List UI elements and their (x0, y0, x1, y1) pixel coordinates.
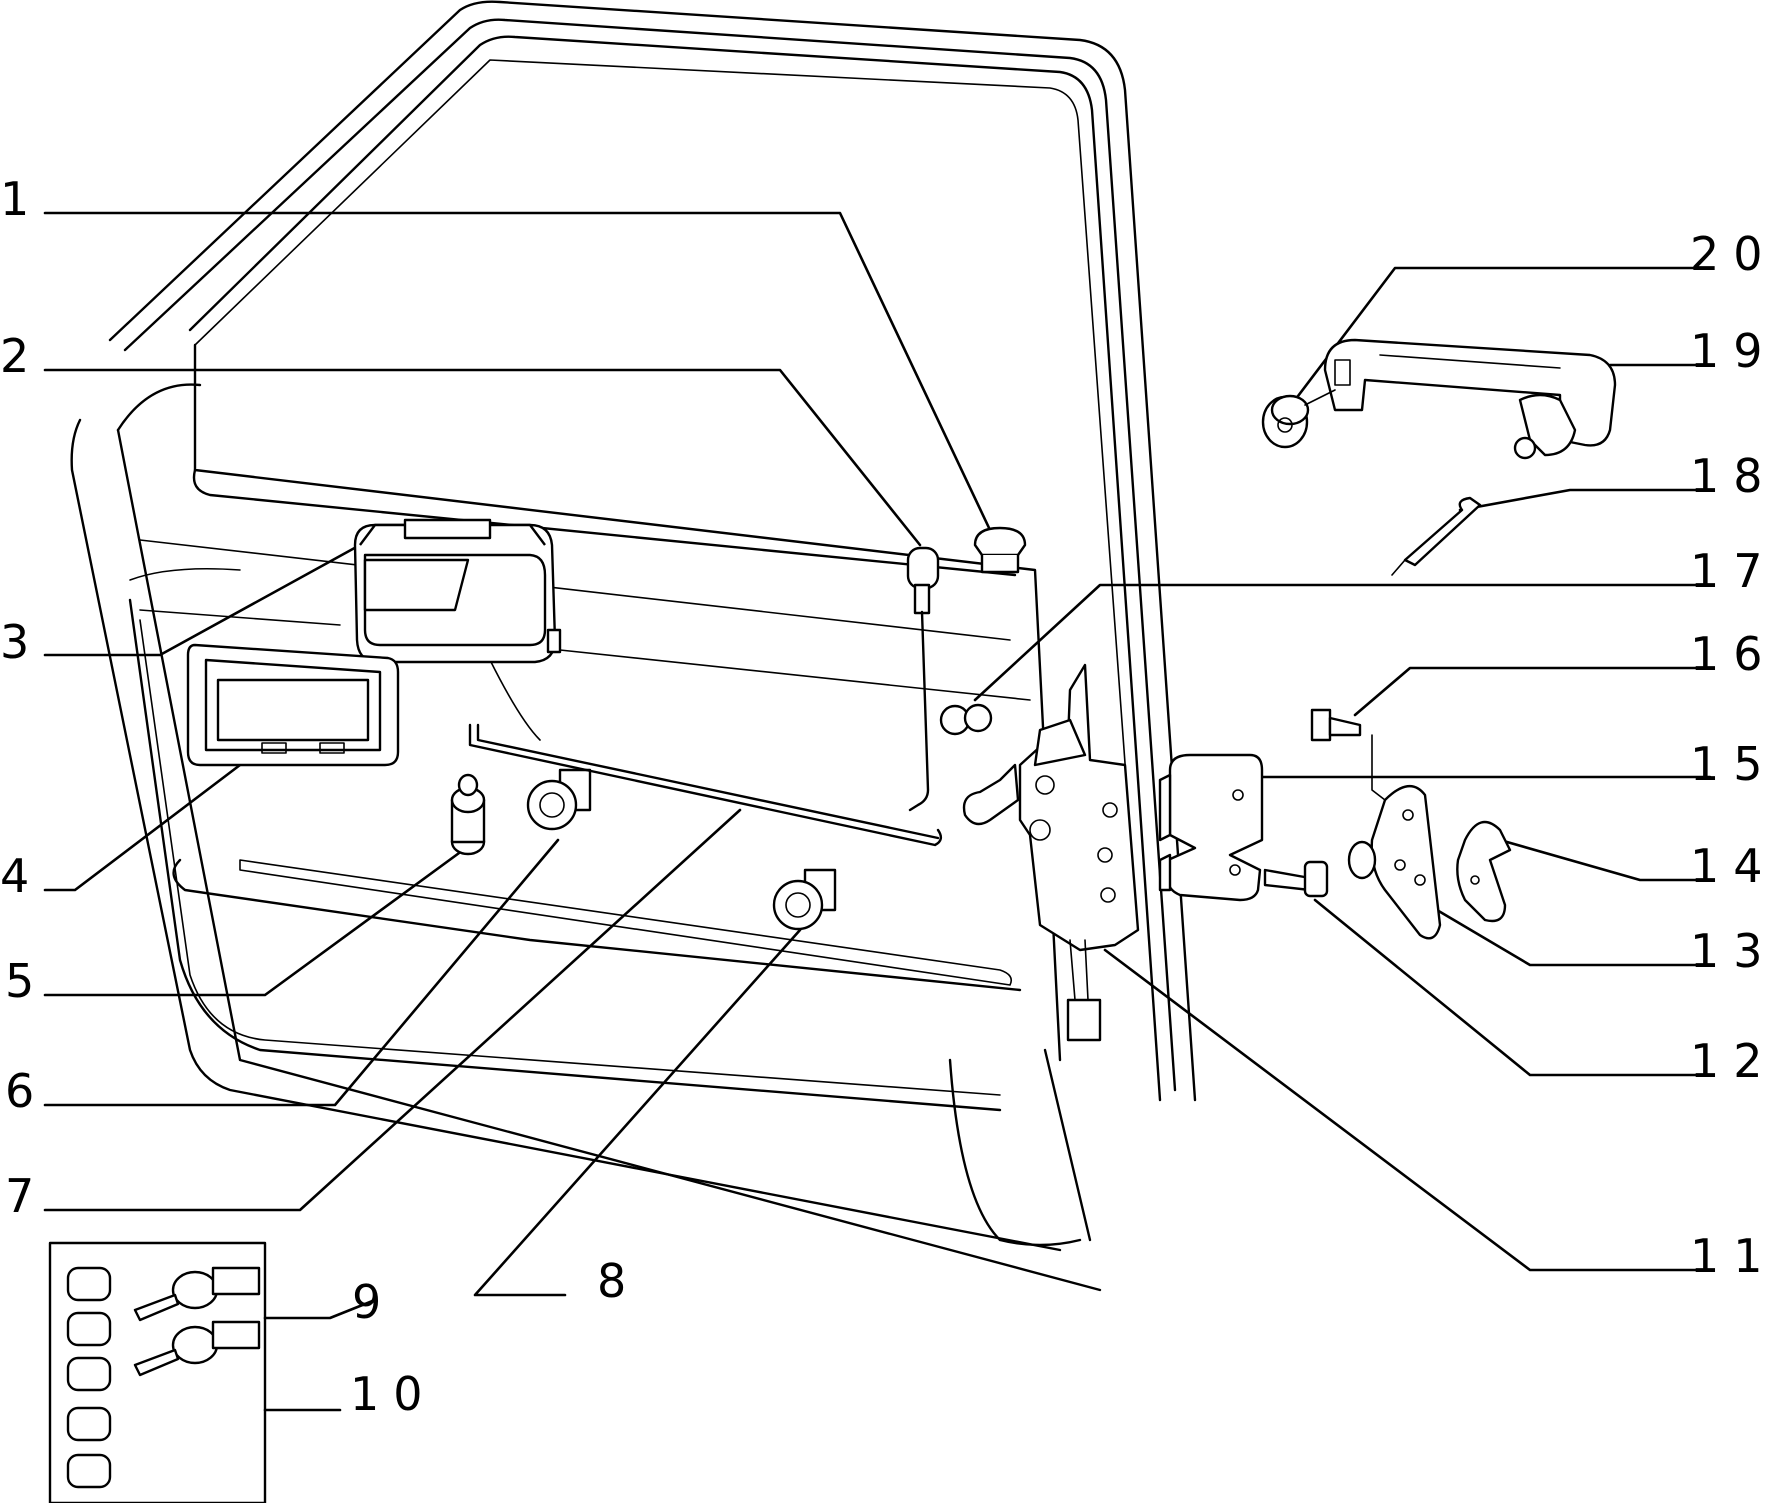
leader-8 (473, 928, 802, 1297)
callout-5: 5 (5, 954, 48, 1008)
callout-4: 4 (0, 849, 43, 903)
part-outer-handle (1323, 338, 1617, 460)
callout-12: 12 (1690, 1034, 1777, 1088)
leader-18 (1458, 488, 1712, 512)
callout-9: 9 (352, 1275, 395, 1329)
part-bezel (186, 643, 400, 767)
leader-13 (1418, 898, 1712, 967)
leader-4 (43, 763, 242, 892)
callout-1: 1 (0, 172, 43, 226)
part-striker-plate (1347, 785, 1442, 940)
callout-15: 15 (1690, 737, 1777, 791)
callout-20: 20 (1690, 227, 1777, 281)
callout-17: 17 (1690, 544, 1777, 598)
callout-7: 7 (5, 1169, 48, 1223)
door-frame (70, 0, 1197, 1292)
keys (133, 1266, 261, 1377)
leader-16 (1353, 666, 1712, 717)
leader-2 (43, 368, 922, 547)
part-shim (1456, 820, 1512, 923)
callout-14: 14 (1690, 839, 1777, 893)
leader-17 (973, 583, 1712, 702)
leader-11 (1103, 948, 1712, 1272)
callout-6: 6 (5, 1064, 48, 1118)
callout-10: 10 (350, 1367, 437, 1421)
leader-9 (263, 1298, 377, 1320)
leader-1 (43, 211, 992, 532)
callout-2: 2 (0, 329, 43, 383)
callout-13: 13 (1690, 924, 1777, 978)
part-cap-nut (1261, 389, 1336, 449)
part-clip-8 (772, 868, 837, 931)
callout-19: 19 (1690, 324, 1777, 378)
leader-5 (43, 843, 472, 997)
part-rod (468, 723, 943, 847)
part-striker (1158, 753, 1264, 902)
leader-6 (43, 838, 560, 1107)
part-lock-button-rod (906, 546, 940, 812)
part-bolt-16 (1310, 708, 1386, 801)
part-rod-18 (1391, 496, 1482, 576)
leader-3 (43, 543, 362, 657)
part-clip-6 (526, 768, 592, 831)
part-clip-5 (450, 773, 486, 856)
part-key-kit-box (48, 1241, 267, 1503)
callout-11: 11 (1690, 1229, 1777, 1283)
part-plug (973, 526, 1027, 574)
callout-labels: 1 2 3 4 5 6 7 8 9 10 11 12 13 14 15 16 1… (0, 172, 1777, 1421)
callout-18: 18 (1690, 449, 1777, 503)
callout-16: 16 (1690, 627, 1777, 681)
part-screw-12 (1263, 860, 1329, 898)
callout-8: 8 (597, 1254, 640, 1308)
part-inner-handle (353, 518, 562, 664)
part-door-lock (962, 663, 1140, 1042)
leader-7 (43, 808, 742, 1212)
leader-12 (1313, 898, 1712, 1077)
part-clip-17 (939, 703, 993, 736)
leader-14 (1498, 838, 1712, 882)
lock-cylinders (66, 1266, 112, 1489)
callout-3: 3 (0, 615, 43, 669)
leader-lines (43, 211, 1712, 1412)
